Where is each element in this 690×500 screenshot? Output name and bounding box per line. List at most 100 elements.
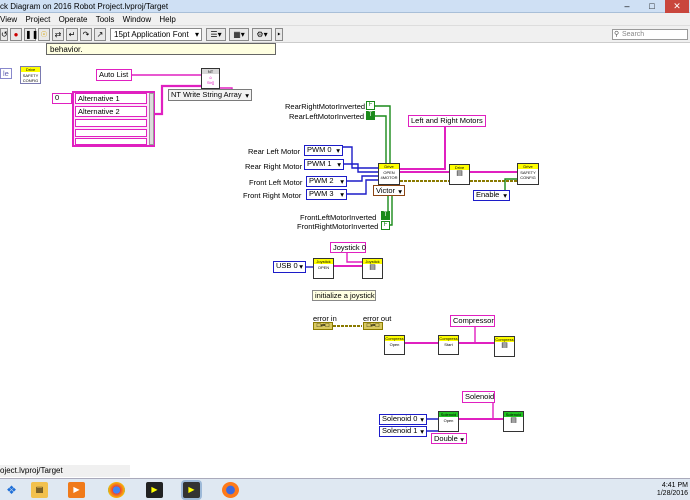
menu-window[interactable]: Window <box>122 15 152 24</box>
compressor-open-vi[interactable]: Compress Open <box>384 335 405 355</box>
fl-inverted-label: FrontLeftMotorInverted <box>300 213 377 222</box>
step-out-icon[interactable]: ↗ <box>94 28 106 41</box>
menu-help[interactable]: Help <box>159 15 176 24</box>
maximize-button[interactable]: □ <box>649 1 655 11</box>
auto-array-wire[interactable] <box>153 84 205 116</box>
pwm0-wire[interactable] <box>343 146 378 169</box>
firefox-icon[interactable] <box>222 482 239 498</box>
rl-inverted-label: RearLeftMotorInverted <box>289 112 365 121</box>
minimize-button[interactable]: – <box>624 1 630 11</box>
array-element-3[interactable] <box>75 119 147 127</box>
joystick-open-vi[interactable]: Joystick OPEN <box>313 258 334 279</box>
nt-write-icon[interactable]: NT ≏Str[] <box>201 68 220 89</box>
menu-view[interactable]: View <box>0 15 18 24</box>
system-tray[interactable]: 4:41 PM 1/28/2016 <box>610 482 688 498</box>
pause-icon[interactable]: ❚❚ <box>24 28 39 41</box>
run-continuous-icon[interactable]: ↺ <box>0 28 8 41</box>
pwm3-wire[interactable] <box>347 179 378 195</box>
font-selector[interactable]: 15pt Application Font ▾ <box>110 28 202 41</box>
pwm1-control[interactable]: PWM 1 ▾ <box>304 159 344 170</box>
nt-icon-text: NT <box>202 69 219 74</box>
abort-icon[interactable]: ● <box>10 28 22 41</box>
solenoid-label[interactable]: Solenoid <box>462 391 495 403</box>
pwm2-control[interactable]: PWM 2 ▾ <box>306 176 347 187</box>
enable-selector[interactable]: Enable ▾ <box>473 190 510 201</box>
auto-list-label[interactable]: Auto List <box>96 69 132 81</box>
array-index[interactable]: 0 <box>52 93 72 104</box>
fl-inverted-constant[interactable]: T <box>381 211 390 220</box>
clipped-control[interactable]: le <box>0 68 12 79</box>
usb-port-selector[interactable]: USB 0 ▾ <box>273 261 306 273</box>
nt-write-selector[interactable]: NT Write String Array ▾ <box>168 89 252 101</box>
labview-active-icon[interactable]: ▶ <box>183 482 200 498</box>
reorder-icon[interactable]: ⚙▾ <box>252 28 272 41</box>
fr-inverted-constant[interactable]: F <box>381 221 390 230</box>
step-over-icon[interactable]: ↷ <box>80 28 92 41</box>
media-icon[interactable]: ▶ <box>68 482 85 498</box>
pwm1-wire[interactable] <box>344 163 378 173</box>
solenoid-ref-vi-text: Solenoid <box>504 412 523 417</box>
rr-inverted-constant[interactable]: F <box>366 101 375 110</box>
explorer-icon[interactable]: ▤ <box>31 482 48 498</box>
align-objects-icon[interactable]: ☰▾ <box>206 28 226 41</box>
step-into-icon[interactable]: ↵ <box>66 28 78 41</box>
solenoid1-selector[interactable]: Solenoid 1 ▾ <box>379 426 427 437</box>
error-in-cluster[interactable]: ☐⇄☐ <box>313 322 333 330</box>
array-element-1-text: Alternative 1 <box>78 94 120 103</box>
search-input[interactable]: ⚲ Search <box>612 29 688 40</box>
drive-ref-wire-a[interactable] <box>400 124 446 170</box>
pwm3-control[interactable]: PWM 3 ▾ <box>306 189 347 200</box>
array-element-1[interactable]: Alternative 1 <box>75 93 147 104</box>
distribute-objects-icon[interactable]: ▦▾ <box>229 28 249 41</box>
left-right-motors-text: Left and Right Motors <box>411 116 483 125</box>
joystick-ref-vi[interactable]: Joystick ▤ <box>362 258 383 279</box>
rr-inverted-wire[interactable] <box>374 105 391 164</box>
menu-project[interactable]: Project <box>25 15 51 24</box>
menu-bar: View Project Operate Tools Window Help <box>0 13 690 26</box>
joystick-comment[interactable]: initialize a joystick <box>312 290 376 301</box>
clock-date: 1/28/2016 <box>656 490 688 497</box>
chevron-down-icon: ▾ <box>340 190 344 199</box>
highlight-execution-icon[interactable]: ☉ <box>38 28 50 41</box>
error-out-cluster[interactable]: ☐⇄☐ <box>363 322 383 330</box>
rl-inverted-wire[interactable] <box>374 115 387 164</box>
start-icon[interactable]: ❖ <box>6 483 17 497</box>
font-selector-value: 15pt Application Font <box>114 30 189 39</box>
retain-wire-values-icon[interactable]: ⇄ <box>52 28 64 41</box>
rl-inverted-constant[interactable]: T <box>366 111 375 120</box>
joystick-label[interactable]: Joystick 0 <box>330 242 366 253</box>
pwm2-wire[interactable] <box>347 175 378 182</box>
array-element-5[interactable] <box>75 138 147 145</box>
victor-selector[interactable]: Victor ▾ <box>373 185 405 196</box>
menu-operate[interactable]: Operate <box>58 15 88 24</box>
compressor-label[interactable]: Compressor <box>450 315 495 327</box>
tooltip-text: behavior. <box>50 45 83 54</box>
front-right-motor-label: Front Right Motor <box>243 191 302 200</box>
array-element-4[interactable] <box>75 129 147 137</box>
joystick-label-text: Joystick 0 <box>333 243 366 252</box>
left-right-motors-label[interactable]: Left and Right Motors <box>408 115 486 127</box>
error-out-label: error out <box>363 314 392 323</box>
solenoid0-text: Solenoid 0 <box>382 414 418 423</box>
solenoid0-selector[interactable]: Solenoid 0 ▾ <box>379 414 427 425</box>
chevron-down-icon: ▾ <box>337 160 341 169</box>
compressor-ref-vi[interactable]: Compress ▤ <box>494 336 515 357</box>
menu-tools[interactable]: Tools <box>95 15 115 24</box>
close-button[interactable]: ✕ <box>665 0 689 13</box>
solenoid-open-vi[interactable]: Solenoid Open <box>438 411 459 432</box>
enable-text: Enable <box>476 190 500 199</box>
compressor-start-vi[interactable]: Compress Start <box>438 335 459 355</box>
double-selector[interactable]: Double ▾ <box>431 433 467 444</box>
array-scrollbar[interactable] <box>149 93 154 145</box>
pwm0-control[interactable]: PWM 0 ▾ <box>304 145 343 156</box>
chrome-icon[interactable] <box>108 482 125 498</box>
solenoid-ref-vi[interactable]: Solenoid ▤ <box>503 411 524 432</box>
drive-mid-vi[interactable]: Drive ▤ <box>449 164 470 185</box>
array-element-2[interactable]: Alternative 2 <box>75 106 147 117</box>
cleanup-diagram-icon[interactable]: ‣ <box>275 28 283 41</box>
fr-inverted-label: FrontRightMotorInverted <box>297 222 379 231</box>
labview-icon[interactable]: ▶ <box>146 482 163 498</box>
